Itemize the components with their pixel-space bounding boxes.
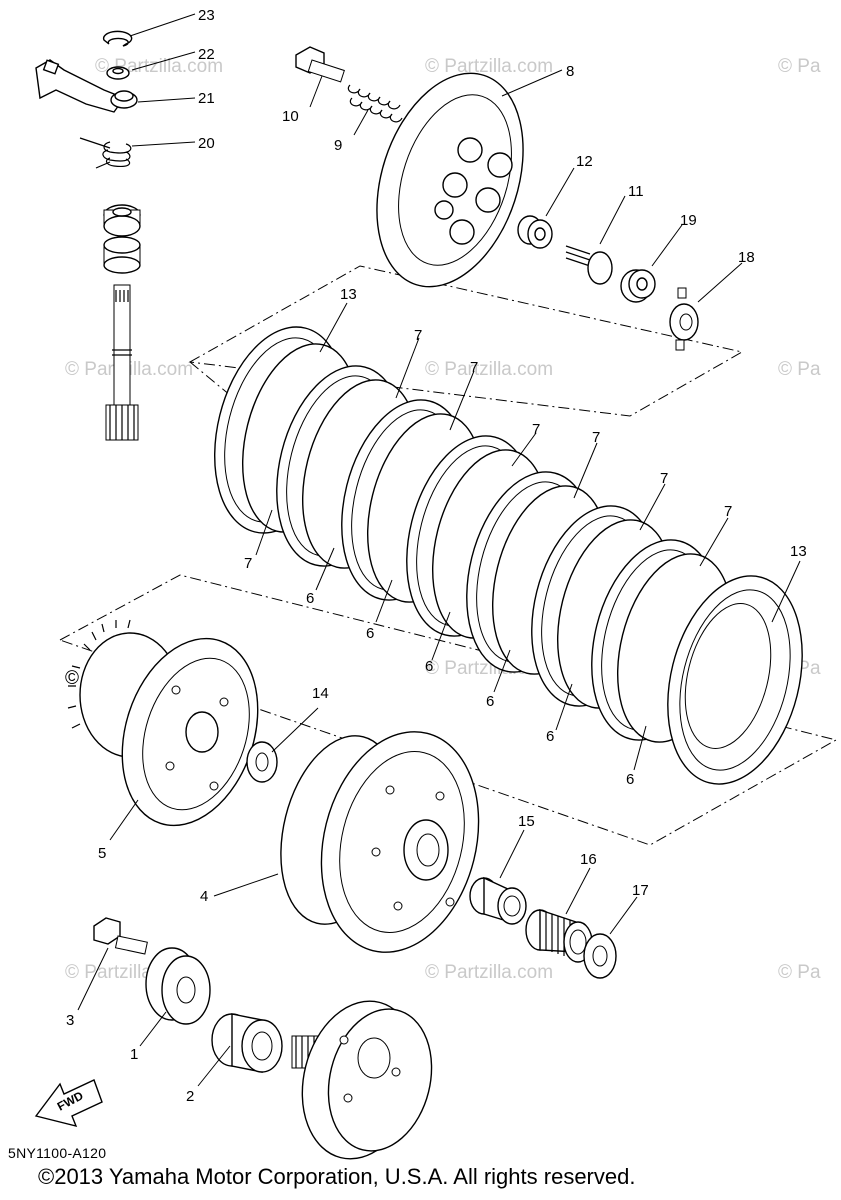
part-label: 20 xyxy=(198,135,215,152)
part-label: 9 xyxy=(334,137,342,154)
part-2-collar xyxy=(211,1013,283,1073)
part-9-spring xyxy=(347,84,403,123)
part-label: 13 xyxy=(340,286,357,303)
part-21-push-lever xyxy=(35,59,138,113)
part-label: 14 xyxy=(312,685,329,702)
watermark: © Partzilla.com xyxy=(425,56,553,77)
part-4-clutch-housing xyxy=(280,731,480,953)
part-number-labels: 23 22 21 20 10 9 8 12 11 19 18 13 7 7 7 … xyxy=(66,7,807,1105)
part-label: 18 xyxy=(738,249,755,266)
part-label: 7 xyxy=(532,421,540,438)
part-5-primary-driven-gear xyxy=(67,619,259,827)
clutch-boss xyxy=(291,1000,433,1160)
part-23-circlip xyxy=(102,30,133,47)
drawing-code: 5NY1100-A120 xyxy=(8,1145,107,1161)
part-label: 12 xyxy=(576,153,593,170)
clutch-plate-stack xyxy=(213,326,803,785)
part-label: 6 xyxy=(306,590,314,607)
part-14-thrust-washer xyxy=(246,741,278,783)
part-16-needle-bearing xyxy=(525,909,593,963)
part-label: 17 xyxy=(632,882,649,899)
part-label: 7 xyxy=(470,359,478,376)
part-label: 11 xyxy=(628,183,644,200)
clutch-plate-group-outline xyxy=(188,265,744,417)
part-label: 7 xyxy=(660,470,668,487)
part-label: 5 xyxy=(98,845,106,862)
clutch-plate-group-outline xyxy=(189,361,249,411)
watermark: © Pa xyxy=(778,962,821,983)
part-label: 2 xyxy=(186,1088,194,1105)
part-19-nut xyxy=(620,269,656,303)
part-22-washer xyxy=(106,66,130,80)
part-label: 7 xyxy=(592,429,600,446)
part-label: 6 xyxy=(486,693,494,710)
part-17-washer xyxy=(583,933,617,979)
part-label: 19 xyxy=(680,212,697,229)
part-11-push-rod-end xyxy=(565,245,613,285)
part-label: 1 xyxy=(130,1046,138,1063)
part-label: 13 xyxy=(790,543,807,560)
part-3-bolt xyxy=(93,917,148,955)
part-1-gear xyxy=(145,947,211,1025)
part-label: 3 xyxy=(66,1012,74,1029)
part-label: 22 xyxy=(198,46,215,63)
part-15-collar xyxy=(469,876,527,925)
part-label: 23 xyxy=(198,7,215,24)
push-rod-assembly xyxy=(103,204,141,441)
part-8-pressure-plate xyxy=(376,72,524,288)
watermark: © Partzilla.com xyxy=(425,962,553,983)
part-label: 7 xyxy=(244,555,252,572)
part-label: 6 xyxy=(366,625,374,642)
part-label: 6 xyxy=(626,771,634,788)
copyright-notice: ©2013 Yamaha Motor Corporation, U.S.A. A… xyxy=(38,1164,636,1189)
part-label: 7 xyxy=(414,327,422,344)
part-20-torsion-spring xyxy=(79,137,132,169)
part-10-bolt xyxy=(295,46,345,83)
forward-arrow-icon: FWD xyxy=(34,1079,103,1128)
part-12-bearing xyxy=(517,215,553,249)
part-label: 6 xyxy=(425,658,433,675)
part-label: 15 xyxy=(518,813,535,830)
part-label: 16 xyxy=(580,851,597,868)
part-label: 6 xyxy=(546,728,554,745)
watermark: © Partzilla.com xyxy=(425,359,553,380)
part-label: 4 xyxy=(200,888,208,905)
watermark: © Pa xyxy=(778,56,821,77)
part-18-lock-washer xyxy=(669,287,699,351)
part-label: 7 xyxy=(724,503,732,520)
part-label: 10 xyxy=(282,108,299,125)
part-label: 8 xyxy=(566,63,574,80)
leader-lines xyxy=(77,13,801,1087)
watermark: © Pa xyxy=(778,359,821,380)
part-label: 21 xyxy=(198,90,215,107)
